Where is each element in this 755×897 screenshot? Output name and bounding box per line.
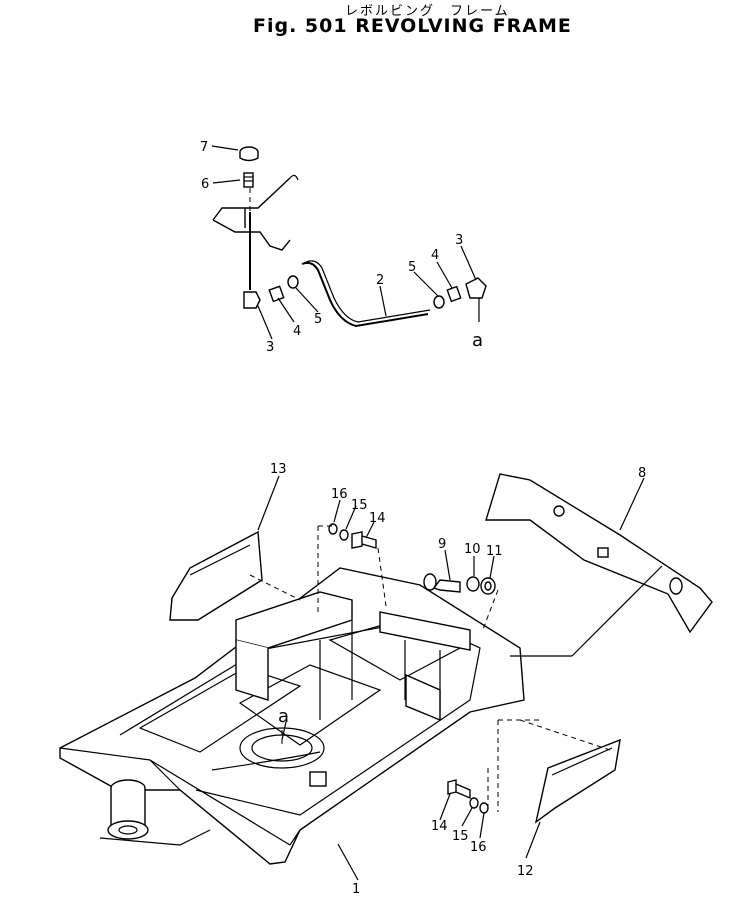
- callout-4-left: 4: [293, 324, 301, 339]
- diagram-title: Fig. 501 REVOLVING FRAME: [253, 15, 572, 37]
- assembly-leader-lines: [249, 525, 611, 812]
- callout-9: 9: [438, 537, 446, 552]
- callout-5-right: 5: [408, 260, 416, 275]
- washer-part-15-top: [339, 529, 349, 541]
- callout-14-top: 14: [369, 511, 386, 526]
- washer-part-10: [466, 576, 480, 592]
- callout-6: 6: [201, 177, 209, 192]
- bolt-part-14-top: [351, 531, 377, 549]
- callout-16-bottom: 16: [470, 840, 487, 855]
- o-ring-part-5-right: [433, 295, 445, 309]
- tube-part-2: [301, 261, 429, 328]
- label-a-frame: a: [278, 706, 289, 727]
- washer-part-16-bottom: [479, 802, 489, 814]
- upper-line-assembly: [212, 146, 487, 328]
- cover-part-13: [169, 530, 263, 621]
- callout-4-right: 4: [431, 248, 439, 263]
- swing-circle-opening: [239, 727, 325, 769]
- label-a-top: a: [472, 330, 483, 351]
- washer-part-15-bottom: [469, 797, 479, 809]
- cover-part-12: [534, 738, 621, 824]
- o-ring-part-5-left: [287, 275, 299, 289]
- fitting-part-6: [243, 172, 254, 188]
- callout-12: 12: [517, 864, 534, 879]
- diagram-subtitle-japanese: レボルビング フレーム: [345, 4, 510, 19]
- callout-14-bottom: 14: [431, 819, 448, 834]
- callout-7: 7: [200, 140, 208, 155]
- callout-15-bottom: 15: [452, 829, 469, 844]
- callout-15-top: 15: [351, 498, 368, 513]
- callout-8: 8: [638, 466, 646, 481]
- callout-10: 10: [464, 542, 481, 557]
- mounting-bracket: [212, 177, 291, 251]
- callout-13: 13: [270, 462, 287, 477]
- callout-16-top: 16: [331, 487, 348, 502]
- callout-2: 2: [376, 273, 384, 288]
- callout-labels: 7 6 3 4 5 2 5 4 3 a 13 16 15 14 9 10 11 …: [200, 140, 646, 897]
- callout-11: 11: [486, 544, 503, 559]
- callout-leaders: [211, 145, 663, 881]
- elbow-part-3-left: [243, 291, 261, 309]
- callout-3-left: 3: [266, 340, 274, 355]
- elbow-part-3-right: [465, 277, 487, 299]
- callout-5-left: 5: [314, 312, 322, 327]
- revolving-frame: [59, 567, 525, 865]
- adapter-part-4-right: [446, 285, 462, 303]
- callout-1: 1: [352, 882, 360, 897]
- callout-3-right: 3: [455, 233, 463, 248]
- bolt-part-14-bottom: [447, 779, 471, 800]
- adapter-part-4-left: [268, 285, 285, 303]
